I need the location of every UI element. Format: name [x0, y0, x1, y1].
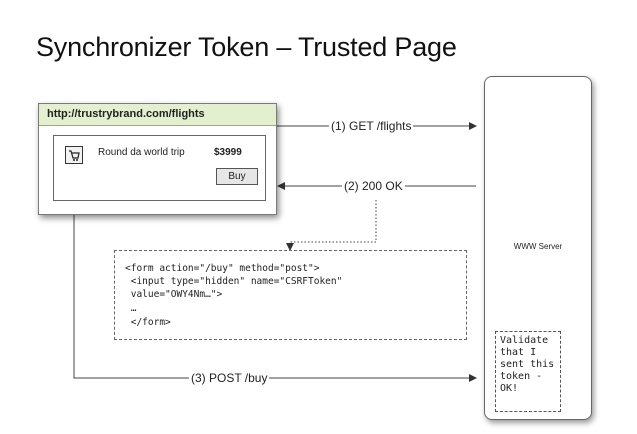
url-bar[interactable]: http://trustrybrand.com/flights — [39, 104, 276, 126]
product-card: Round da world trip $3999 Buy — [53, 135, 266, 201]
product-name: Round da world trip — [98, 147, 185, 158]
product-price: $3999 — [214, 147, 242, 158]
buy-button[interactable]: Buy — [216, 168, 258, 185]
post-buy-label: (3) POST /buy — [189, 371, 270, 385]
token-dotted-arrow — [286, 200, 377, 251]
page-title: Synchronizer Token – Trusted Page — [36, 32, 457, 62]
code-line: … — [125, 303, 137, 314]
www-server-box: WWW Server Validate that I sent this tok… — [484, 76, 592, 420]
form-code-box: <form action="/buy" method="post"> <inpu… — [114, 250, 467, 340]
cart-icon — [65, 146, 83, 164]
code-line: <form action="/buy" method="post"> — [125, 263, 320, 274]
browser-window: http://trustrybrand.com/flights Round da… — [38, 103, 277, 215]
get-flights-label: (1) GET /flights — [329, 119, 414, 133]
post-arrow — [73, 214, 477, 382]
code-line: </form> — [125, 317, 171, 328]
server-label: WWW Server — [513, 242, 563, 251]
code-line: value="OWY4Nm…"> — [125, 289, 223, 300]
validate-note: Validate that I sent this token - OK! — [495, 331, 561, 412]
ok-label: (2) 200 OK — [342, 179, 405, 193]
code-line: <input type="hidden" name="CSRFToken" — [125, 276, 343, 287]
